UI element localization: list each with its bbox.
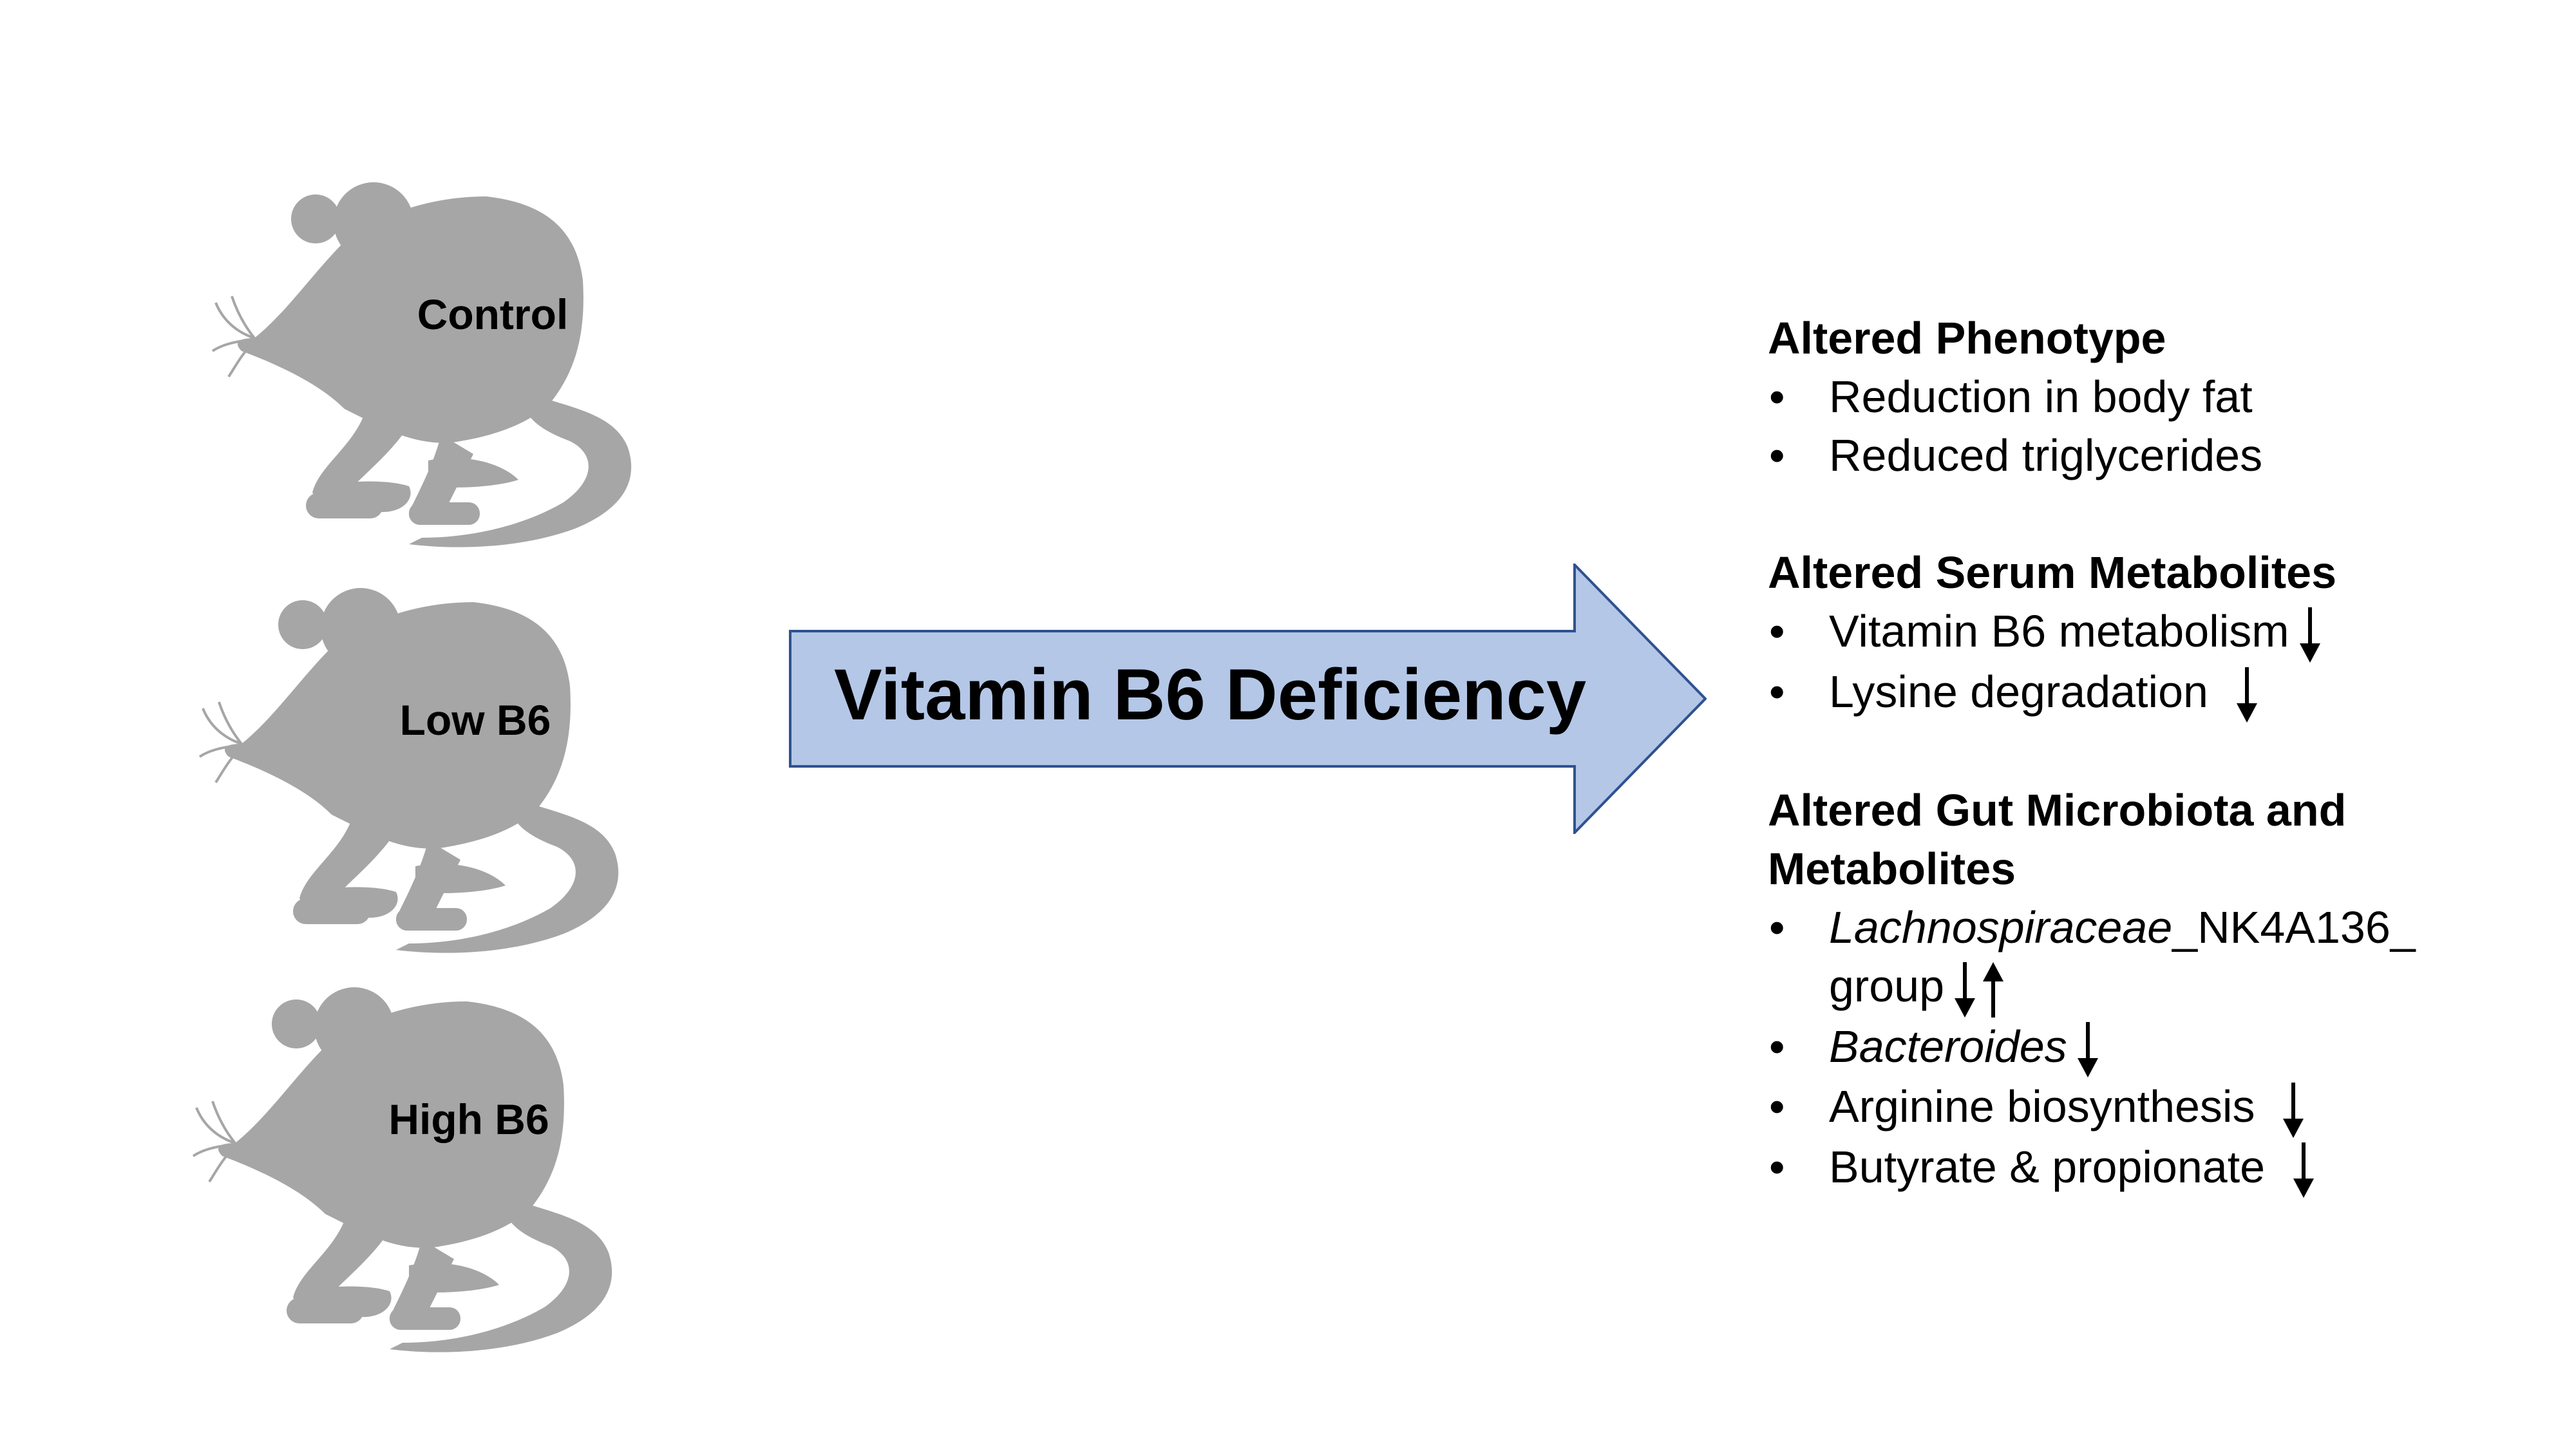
up-arrow-icon	[1980, 961, 2006, 1018]
mouse-silhouette-icon	[211, 182, 632, 547]
bullet-icon: •	[1769, 1081, 1785, 1132]
list-item: • Butyrate & propionate	[1768, 1138, 2553, 1198]
effects-panel: Altered Phenotype • Reduction in body fat…	[1768, 309, 2553, 1256]
section-heading-continued: Metabolites	[1768, 844, 2016, 895]
item-text: _NK4A136_	[2172, 902, 2416, 953]
mouse-label: Low B6	[399, 696, 551, 744]
down-arrow-icon	[1952, 961, 1978, 1018]
list-item: • Bacteroides	[1768, 1018, 2553, 1078]
item-text: Reduced triglycerides	[1829, 430, 2263, 480]
item-text: Lysine degradation	[1829, 666, 2208, 717]
mouse-control: Control	[211, 177, 705, 564]
section-heading: Altered Gut Microbiota and	[1768, 785, 2347, 836]
list-item: • Reduced triglycerides	[1768, 426, 2553, 485]
list-item: • Vitamin B6 metabolism	[1768, 602, 2553, 663]
arrow-label: Vitamin B6 Deficiency	[834, 654, 1587, 735]
bullet-icon: •	[1769, 1021, 1785, 1072]
bullet-icon: •	[1769, 372, 1785, 422]
gut-section: Altered Gut Microbiota and Metabolites •…	[1768, 781, 2553, 1198]
item-text: Arginine biosynthesis	[1829, 1081, 2255, 1132]
mouse-silhouette-icon	[198, 588, 619, 953]
section-heading: Altered Phenotype	[1768, 313, 2166, 363]
item-text: Reduction in body fat	[1829, 372, 2253, 422]
down-arrow-icon	[2234, 667, 2260, 723]
deficiency-arrow: Vitamin B6 Deficiency	[789, 564, 1707, 834]
down-arrow-icon	[2075, 1022, 2101, 1078]
bullet-icon: •	[1769, 430, 1785, 480]
list-item: • Lachnospiraceae_NK4A136_group	[1768, 898, 2553, 1018]
taxon-name: Lachnospiraceae	[1829, 902, 2173, 953]
down-arrow-icon	[2280, 1082, 2306, 1138]
mouse-label: High B6	[388, 1095, 549, 1143]
list-item: • Reduction in body fat	[1768, 368, 2553, 426]
bullet-icon: •	[1769, 606, 1785, 656]
taxon-name: Bacteroides	[1829, 1021, 2067, 1072]
mouse-label: Control	[417, 290, 569, 338]
down-arrow-icon	[2291, 1142, 2316, 1198]
list-item: • Arginine biosynthesis	[1768, 1077, 2553, 1138]
item-text-continued: group	[1829, 961, 1945, 1012]
down-arrow-icon	[2297, 607, 2323, 663]
item-text: Vitamin B6 metabolism	[1829, 606, 2289, 656]
mouse-high-b6: High B6	[192, 982, 686, 1368]
mouse-low-b6: Low B6	[198, 583, 692, 969]
bullet-icon: •	[1769, 1141, 1785, 1192]
phenotype-section: Altered Phenotype • Reduction in body fat…	[1768, 309, 2553, 485]
right-arrow-icon	[789, 564, 1707, 834]
section-heading: Altered Serum Metabolites	[1768, 547, 2336, 598]
list-item: • Lysine degradation	[1768, 663, 2553, 723]
bullet-icon: •	[1769, 666, 1785, 717]
mouse-silhouette-icon	[192, 987, 612, 1352]
serum-section: Altered Serum Metabolites • Vitamin B6 me…	[1768, 544, 2553, 723]
bullet-icon: •	[1769, 902, 1785, 953]
item-text: Butyrate & propionate	[1829, 1141, 2266, 1192]
